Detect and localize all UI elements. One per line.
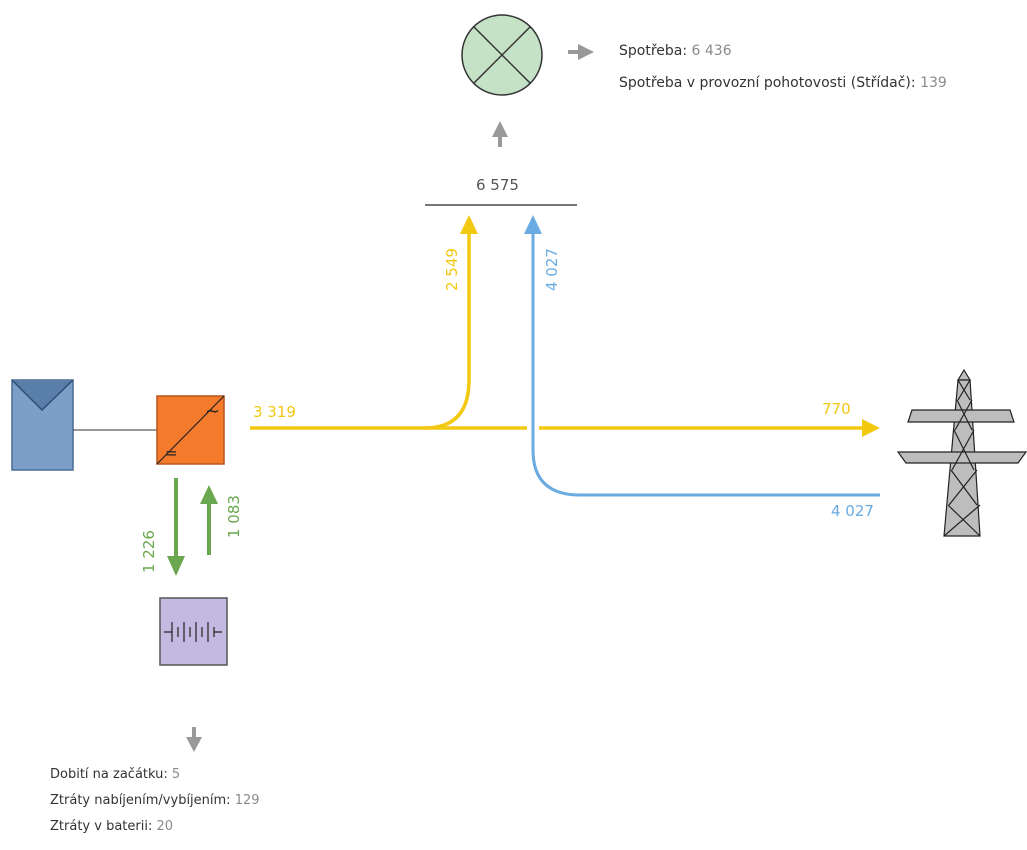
load-lamp-icon [461,14,543,96]
battery-charge-value: 1 226 [140,530,158,573]
consumption-value: 6 436 [691,43,732,59]
grid-feed-in-value: 770 [822,400,851,418]
power-tower-icon [896,368,1027,537]
pv-to-grid-arrowhead [862,419,880,437]
consumption-out-arrow [568,44,594,60]
consumption-label: Spotřeba: [619,43,688,59]
inverter-icon: ~ = [156,395,225,465]
pv-to-consumption-arrowhead [460,215,478,234]
battery-losses-value: 20 [156,819,174,834]
battery-icon [159,597,228,666]
consumption-line: Spotřeba: 6 436 [619,43,732,59]
grid-to-consumption-value: 4 027 [543,248,561,291]
conversion-losses-label: Ztráty nabíjením/vybíjením: [50,793,231,808]
battery-charge-arrow [167,478,185,576]
grid-purchase-value: 4 027 [831,502,874,520]
pv-to-consumption-value: 2 549 [443,248,461,291]
grid-flow-lines [524,215,880,497]
battery-losses-label: Ztráty v baterii: [50,819,153,834]
pv-flow-value: 3 319 [253,403,296,421]
conversion-losses-line: Ztráty nabíjením/vybíjením: 129 [50,793,260,808]
svg-text:=: = [165,444,178,462]
standby-consumption-label: Spotřeba v provozní pohotovosti (Střídač… [619,75,916,91]
to-load-arrow [492,121,508,147]
conversion-losses-value: 129 [234,793,260,808]
pv-flow-lines [250,215,880,437]
svg-text:~: ~ [205,401,220,422]
consumption-total: 6 575 [476,176,519,194]
initial-charge-value: 5 [171,767,181,782]
initial-charge-line: Dobití na začátku: 5 [50,767,180,782]
initial-charge-label: Dobití na začátku: [50,767,168,782]
standby-consumption-value: 139 [920,75,947,91]
battery-discharge-arrow [200,485,218,555]
battery-losses-arrow [186,727,202,752]
grid-to-consumption-arrowhead [524,215,542,234]
solar-panel-icon [11,379,74,471]
battery-losses-line: Ztráty v baterii: 20 [50,819,173,834]
battery-discharge-value: 1 083 [225,495,243,538]
standby-consumption-line: Spotřeba v provozní pohotovosti (Střídač… [619,75,947,91]
